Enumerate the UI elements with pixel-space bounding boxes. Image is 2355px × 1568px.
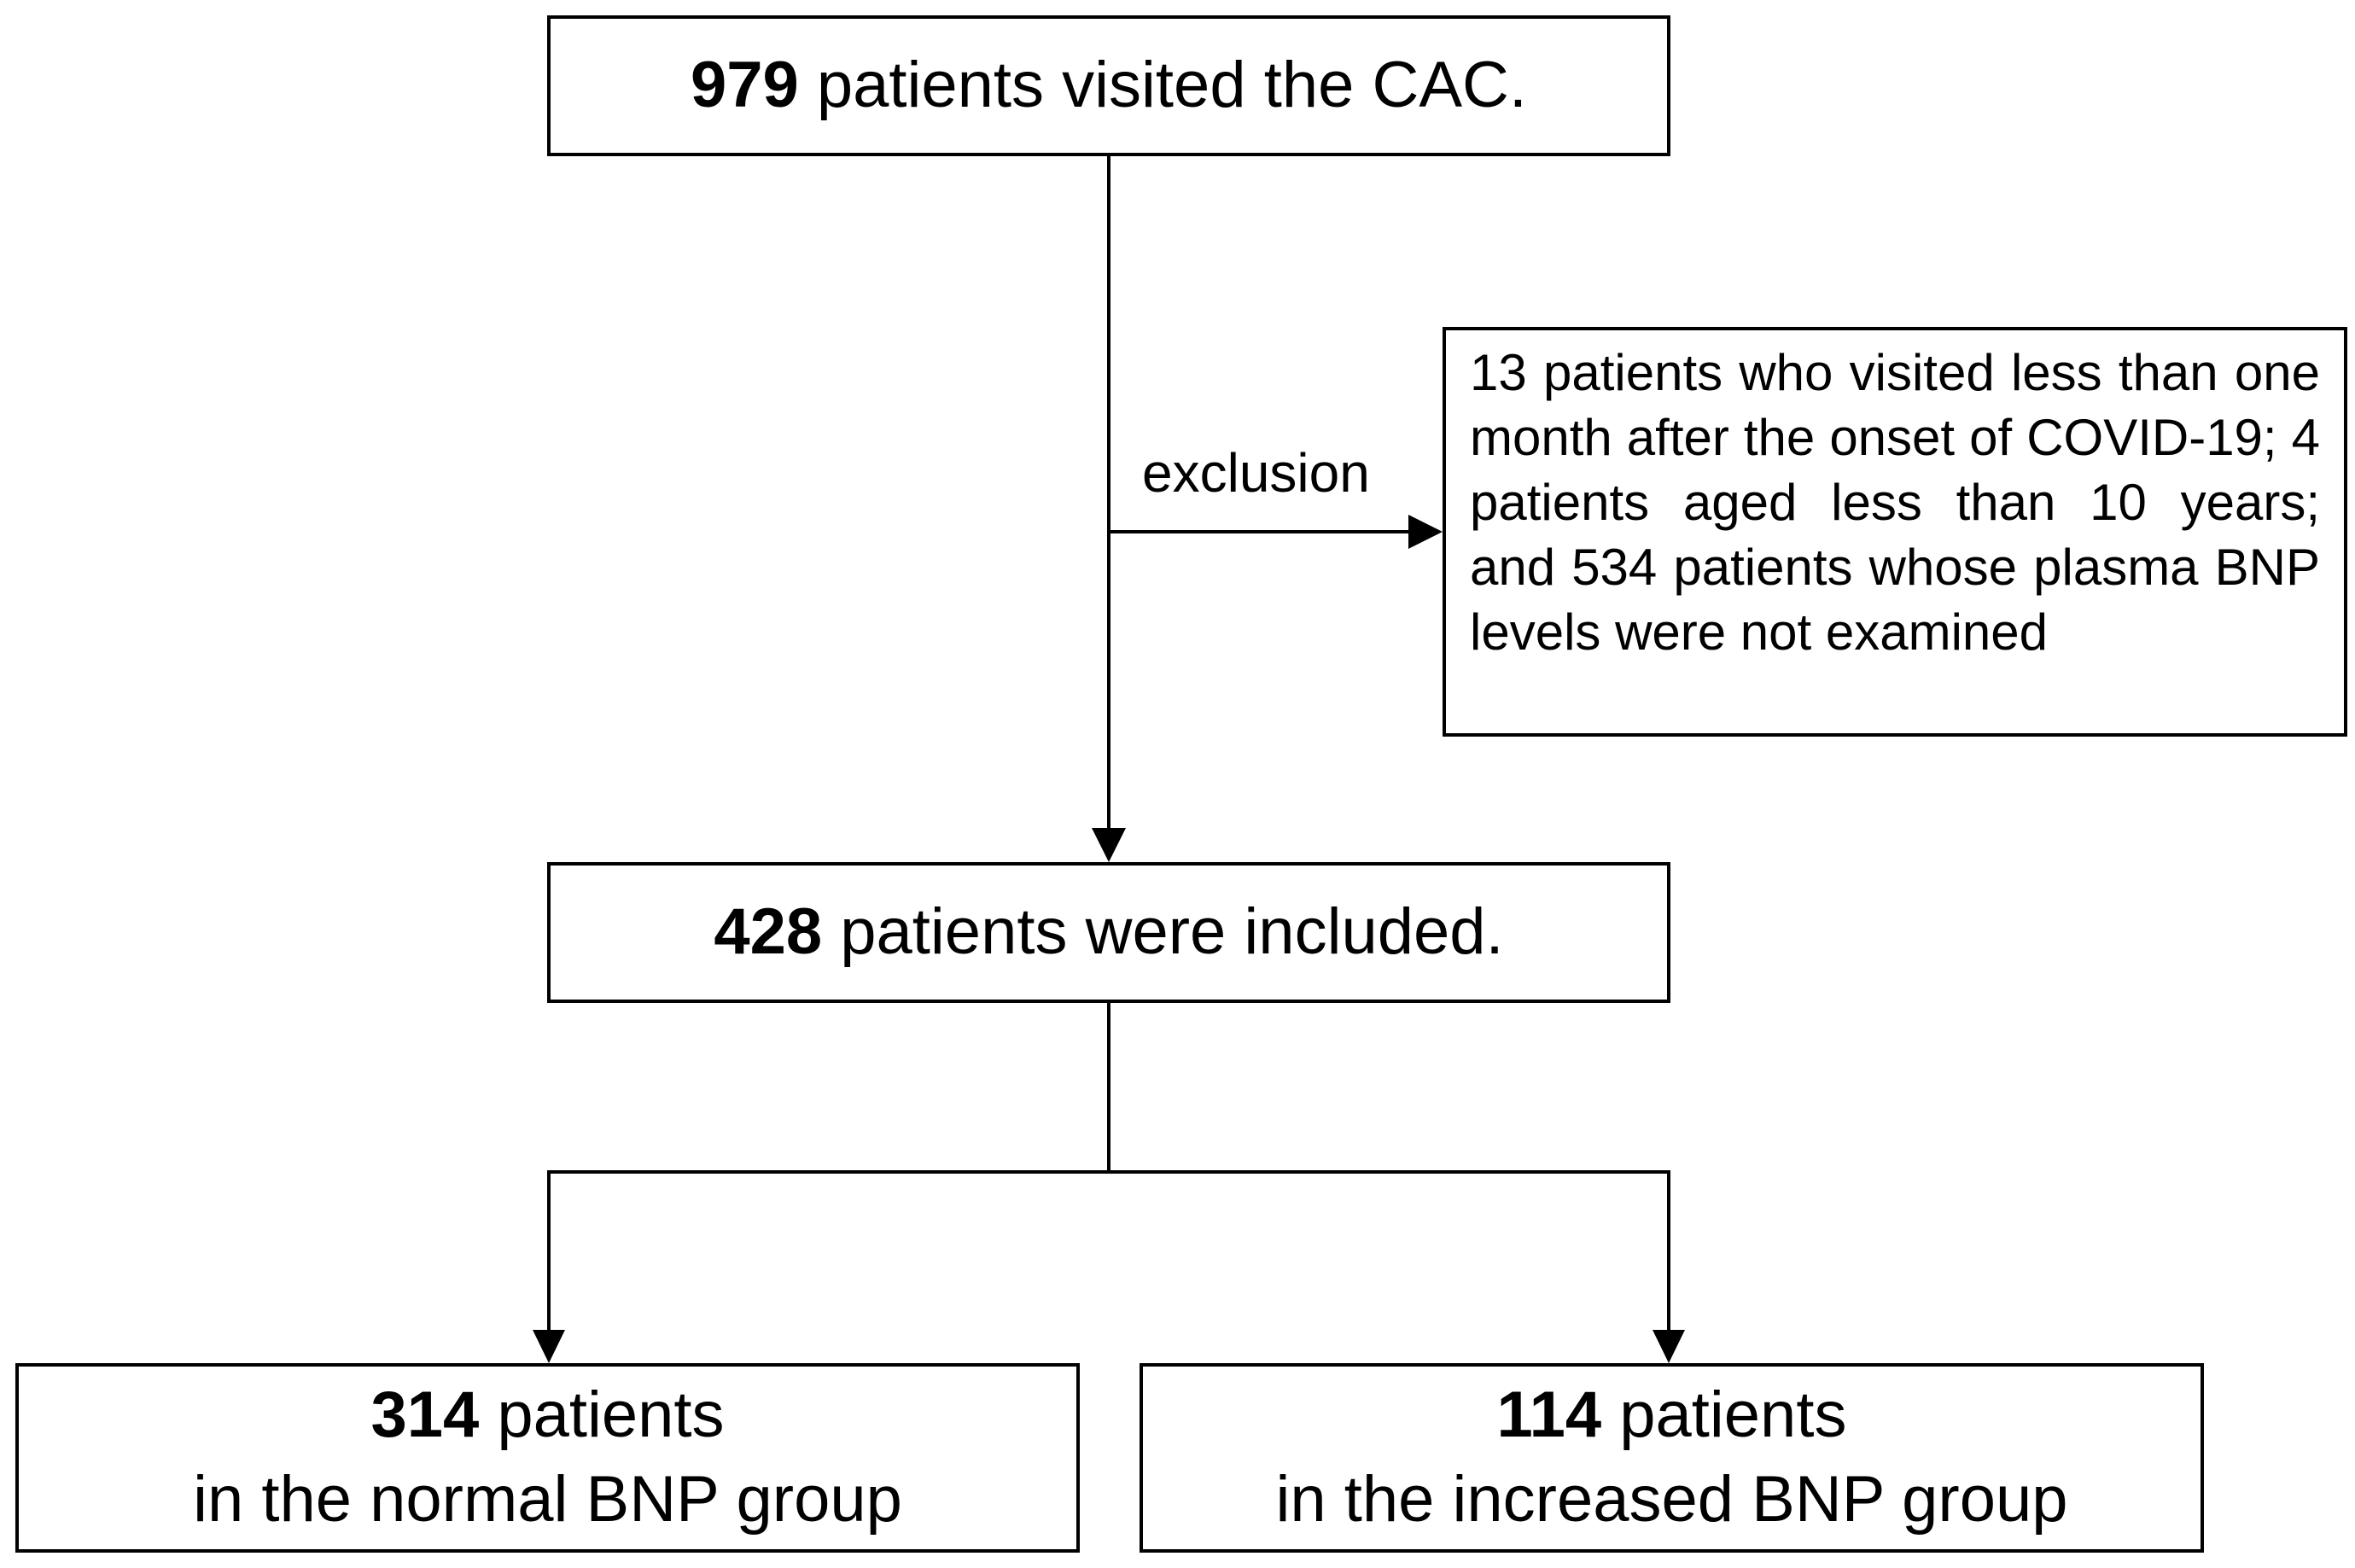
arrowhead-right-excluded xyxy=(1408,515,1443,549)
node-included-count: 428 xyxy=(714,895,823,969)
node-normal-text: patients xyxy=(479,1379,725,1452)
arrowhead-down-increased xyxy=(1653,1330,1685,1363)
node-increased-group: 114 patients in the increased BNP group xyxy=(1140,1363,2204,1553)
node-increased-count: 114 xyxy=(1496,1379,1602,1452)
node-included-text: patients were included. xyxy=(822,895,1504,969)
node-visited-label: 979 patients visited the CAC. xyxy=(691,44,1527,128)
node-included: 428 patients were included. xyxy=(547,862,1670,1003)
node-visited-count: 979 xyxy=(690,49,799,122)
arrowhead-down-included xyxy=(1092,828,1126,862)
node-excluded: 13 patients who visited less than one mo… xyxy=(1443,327,2347,737)
node-visited: 979 patients visited the CAC. xyxy=(547,15,1670,156)
node-increased-text: patients xyxy=(1601,1379,1847,1452)
node-visited-text: patients visited the CAC. xyxy=(798,49,1528,122)
arrowhead-down-normal xyxy=(533,1330,565,1363)
node-normal-count: 314 xyxy=(370,1379,480,1452)
node-normal-line2: in the normal BNP group xyxy=(193,1463,902,1536)
node-normal-group: 314 patients in the normal BNP group xyxy=(15,1363,1080,1553)
node-increased-line2: in the increased BNP group xyxy=(1275,1463,2068,1536)
node-excluded-text: 13 patients who visited less than one mo… xyxy=(1470,344,2320,661)
node-included-label: 428 patients were included. xyxy=(714,890,1503,975)
node-normal-line1: 314 patients xyxy=(370,1373,724,1458)
exclusion-edge-label: exclusion xyxy=(1142,442,1370,504)
node-increased-line1: 114 patients xyxy=(1497,1373,1847,1458)
